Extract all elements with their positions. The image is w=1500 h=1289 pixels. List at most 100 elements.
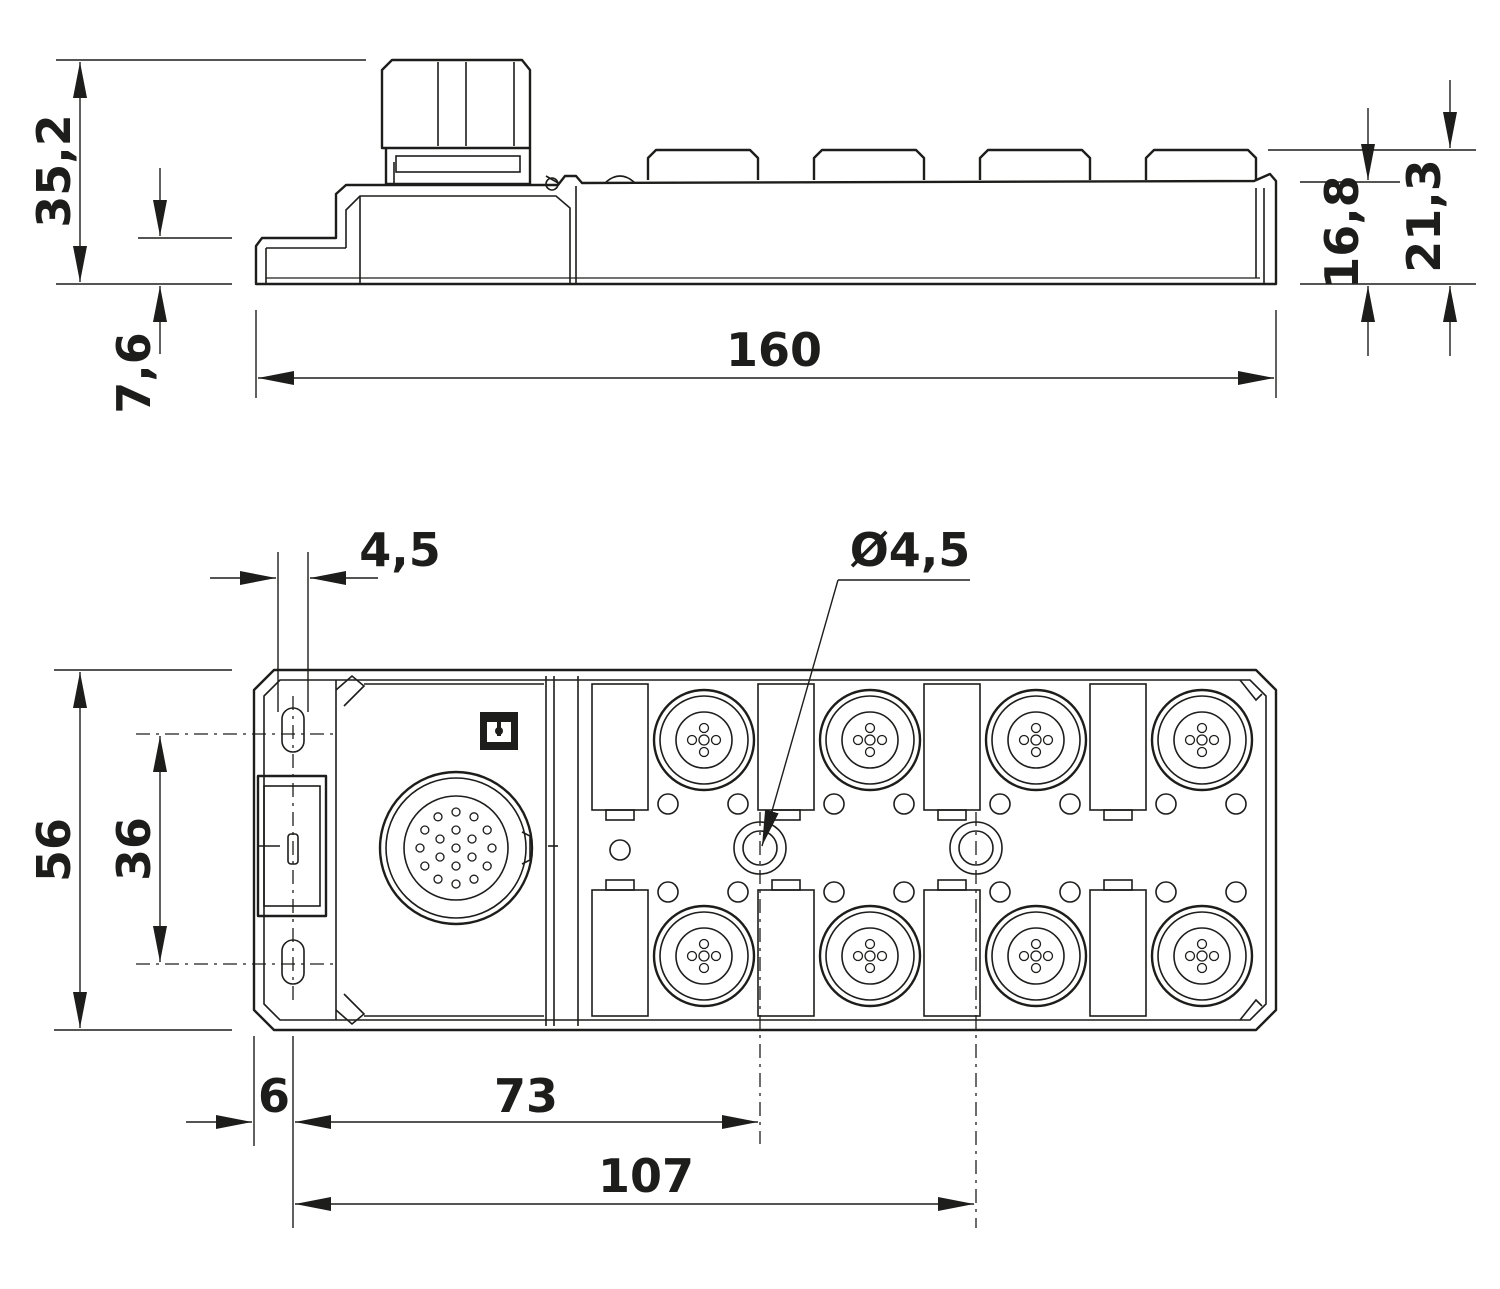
m12-socket-pin	[852, 734, 864, 746]
m12-socket-pin	[698, 746, 710, 758]
led-indicator	[1225, 793, 1247, 815]
top-m23-connector	[378, 770, 558, 926]
m12-socket-pin	[864, 938, 876, 950]
led-indicator	[823, 881, 845, 903]
m12-socket-pin	[1042, 950, 1054, 962]
m12-socket-inner	[675, 927, 733, 985]
m12-socket-outer	[818, 904, 922, 1008]
m12-socket-pin	[710, 734, 722, 746]
m12-socket-pin	[1030, 722, 1042, 734]
m12-socket-outer	[984, 904, 1088, 1008]
top-label-fields	[591, 683, 1147, 1017]
m12-socket-outer	[818, 688, 922, 792]
m12-socket-outer	[1150, 904, 1254, 1008]
dim-edge-to-hole: 6	[258, 1069, 290, 1123]
side-view: 35,2 7,6 160 16,8 21,3	[27, 58, 1476, 414]
led-indicator	[989, 881, 1011, 903]
top-mount-holes	[733, 821, 1003, 875]
led-indicator	[989, 793, 1011, 815]
m12-socket-pin	[864, 950, 876, 962]
dim-hole-to-first-mount: 73	[494, 1069, 558, 1123]
m12-socket-pin	[1018, 734, 1030, 746]
m23-pin	[420, 861, 430, 871]
m12-socket-pin	[876, 734, 888, 746]
m12-socket-pin	[1208, 950, 1220, 962]
m12-socket-inner	[1007, 711, 1065, 769]
m12-socket-pin	[1196, 938, 1208, 950]
side-housing-outline	[254, 172, 1278, 286]
m23-pin	[451, 825, 461, 835]
m12-socket-inner	[1007, 927, 1065, 985]
dim-flange-height: 7,6	[107, 332, 161, 414]
m12-socket-ring	[991, 911, 1081, 1001]
m23-pin	[467, 834, 477, 844]
m12-socket-pin	[1030, 962, 1042, 974]
led-indicator	[1225, 881, 1247, 903]
m23-pin	[451, 843, 461, 853]
dim-connector-height: 21,3	[1397, 159, 1451, 273]
m23-pin	[469, 812, 479, 822]
led-indicator	[893, 793, 915, 815]
led-indicator	[823, 793, 845, 815]
m23-pin	[469, 874, 479, 884]
m23-pin	[467, 852, 477, 862]
m12-socket-pin	[1042, 734, 1054, 746]
led-indicator	[1155, 793, 1177, 815]
m23-pin	[487, 843, 497, 853]
side-m12-connectors	[605, 148, 1258, 183]
led-indicator	[609, 839, 631, 861]
m12-socket-inner	[841, 711, 899, 769]
m12-socket-pin	[1030, 734, 1042, 746]
top-m12-sockets	[609, 688, 1254, 1008]
m12-socket-outer	[1150, 688, 1254, 792]
m12-socket-inner	[1173, 927, 1231, 985]
m12-socket-pin	[864, 962, 876, 974]
led-indicator	[1155, 881, 1177, 903]
dim-hole-to-second-mount: 107	[598, 1149, 694, 1203]
m23-pin	[482, 825, 492, 835]
m12-socket-ring	[825, 911, 915, 1001]
dim-slot-width: 4,5	[359, 523, 441, 577]
led-indicator	[657, 793, 679, 815]
m12-socket-outer	[652, 904, 756, 1008]
m12-socket-pin	[698, 938, 710, 950]
dim-hole-spacing: 36	[107, 817, 161, 881]
dim-total-height: 35,2	[27, 114, 81, 228]
m12-socket-pin	[686, 950, 698, 962]
dim-line-hole-diameter	[761, 579, 839, 847]
phoenix-contact-logo-icon	[480, 712, 518, 750]
m12-socket-pin	[698, 950, 710, 962]
m23-pin	[451, 807, 461, 817]
m12-socket-pin	[1030, 746, 1042, 758]
m12-socket-pin	[864, 722, 876, 734]
m23-pin	[435, 834, 445, 844]
led-indicator	[893, 881, 915, 903]
dim-hole-diameter: Ø4,5	[850, 523, 971, 577]
m12-socket-ring	[659, 911, 749, 1001]
m23-pin	[420, 825, 430, 835]
m12-socket-outer	[652, 688, 756, 792]
m12-socket-pin	[864, 734, 876, 746]
m12-socket-inner	[841, 927, 899, 985]
m12-socket-pin	[852, 950, 864, 962]
m12-socket-pin	[1184, 734, 1196, 746]
side-round-connector	[380, 58, 561, 191]
m12-socket-inner	[1173, 711, 1231, 769]
m23-pin	[451, 861, 461, 871]
m12-socket-pin	[1196, 722, 1208, 734]
m12-socket-pin	[1196, 962, 1208, 974]
m12-socket-pin	[1184, 950, 1196, 962]
led-indicator	[727, 793, 749, 815]
dim-body-width: 56	[27, 818, 81, 882]
m12-socket-pin	[686, 734, 698, 746]
m12-socket-pin	[698, 962, 710, 974]
led-indicator	[657, 881, 679, 903]
m12-socket-pin	[698, 722, 710, 734]
top-housing-outline	[252, 668, 1278, 1032]
m12-socket-pin	[1196, 746, 1208, 758]
m12-socket-ring	[991, 695, 1081, 785]
m23-pin	[433, 874, 443, 884]
top-view: 56 36 4,5 Ø4,5 6 73 107	[27, 523, 1278, 1228]
led-indicator	[1059, 793, 1081, 815]
